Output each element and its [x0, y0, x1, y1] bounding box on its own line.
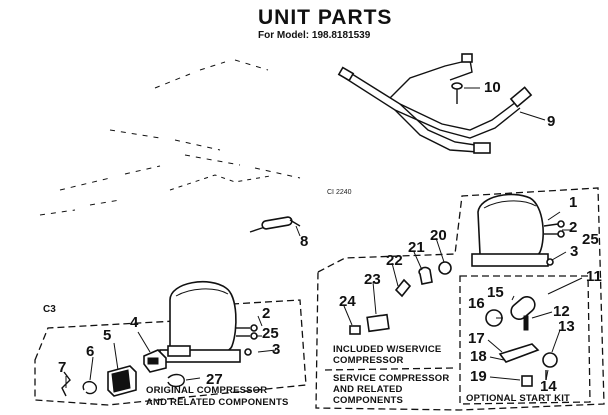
page-title: UNIT PARTS: [258, 6, 392, 29]
service-compressor-part: [471, 193, 565, 267]
callout-16: 16: [468, 295, 485, 312]
callout-25-right: 25: [582, 231, 599, 248]
callout-4: 4: [130, 314, 139, 331]
figure-reference: CI 2240: [327, 189, 352, 196]
cabinet-outline: [39, 59, 301, 216]
callout-9: 9: [547, 113, 555, 130]
callout-23: 23: [364, 271, 381, 288]
caption-original-line1: ORIGINAL COMPRESSOR: [146, 385, 267, 396]
callout-2-right: 2: [569, 219, 577, 236]
caption-service-line1: SERVICE COMPRESSOR: [333, 373, 449, 384]
callout-17: 17: [468, 330, 485, 347]
start-kit-outline: [459, 275, 591, 405]
callout-6: 6: [86, 343, 94, 360]
wiring-harness-part: [337, 53, 546, 154]
compressor-part: [159, 280, 258, 363]
callout-13: 13: [558, 318, 575, 335]
callout-21: 21: [408, 239, 425, 256]
caption-service-line2: AND RELATED: [333, 384, 403, 395]
callout-20: 20: [430, 227, 447, 244]
callout-25-left: 25: [262, 325, 279, 342]
callout-19: 19: [470, 368, 487, 385]
drier-part: [249, 216, 301, 237]
callout-3-right: 3: [570, 243, 578, 260]
callout-2-left: 2: [262, 305, 270, 322]
overload-part: [143, 349, 167, 373]
group-code: C3: [43, 304, 56, 315]
callout-1: 1: [569, 194, 577, 211]
callout-12: 12: [553, 303, 570, 320]
caption-start-kit: OPTIONAL START KIT: [466, 393, 570, 404]
callout-7: 7: [58, 359, 66, 376]
callout-15: 15: [487, 284, 504, 301]
included-divider: [324, 367, 456, 371]
original-group-outline: [34, 299, 307, 406]
callout-11: 11: [586, 268, 602, 285]
callout-10: 10: [484, 79, 501, 96]
caption-service-line3: COMPONENTS: [333, 395, 403, 406]
caption-original-line2: AND RELATED COMPONENTS: [146, 397, 289, 408]
caption-included-line2: COMPRESSOR: [333, 355, 404, 366]
callout-14: 14: [540, 378, 557, 395]
model-number: For Model: 198.8181539: [258, 30, 371, 41]
clip-part: [82, 380, 98, 395]
caption-included-line1: INCLUDED W/SERVICE: [333, 344, 441, 355]
callout-18: 18: [470, 348, 487, 365]
callout-8: 8: [300, 233, 308, 250]
screw-part: [451, 82, 480, 104]
left-leaders: [65, 315, 277, 388]
start-kit-parts: [485, 295, 558, 387]
right-leaders: [343, 211, 583, 381]
relay-part: [107, 365, 137, 397]
callout-3-left: 3: [272, 341, 280, 358]
callout-22: 22: [386, 252, 403, 269]
terminal-cover-part: [167, 373, 185, 388]
callout-24: 24: [339, 293, 356, 310]
callout-5: 5: [103, 327, 111, 344]
service-group-outline: [315, 187, 605, 411]
service-small-parts: [349, 261, 452, 335]
callout-27: 27: [206, 371, 223, 388]
